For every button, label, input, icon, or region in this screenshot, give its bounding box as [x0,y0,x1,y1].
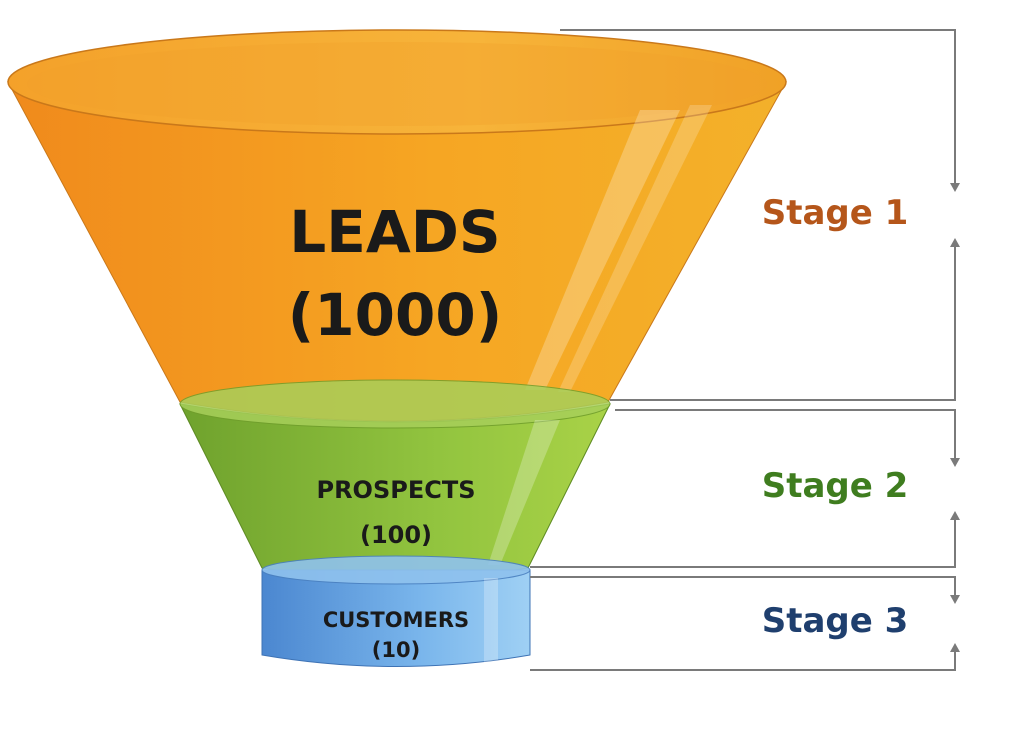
leads-count: (1000) [288,281,502,349]
bracket-arrowheads [950,183,960,652]
stage2-label: Stage 2 [762,466,909,506]
stage3-arrow-down [950,595,960,604]
stage1-label: Stage 1 [762,193,909,233]
customers-rim [261,555,531,585]
leads-gloss-2 [558,105,712,392]
stage3-label: Stage 3 [762,601,909,641]
leads-rim-inner [27,42,767,126]
stage2-arrow-up [950,511,960,520]
stage2-bracket-top [615,409,956,460]
stage1-arrow-down [950,183,960,192]
stage3-bracket-bottom [530,650,956,671]
customers-cylinder [261,569,531,667]
stage1-bracket-top [560,29,956,185]
prospects-tier: PROSPECTS (100) [179,379,611,579]
stage3-bracket-top [530,576,956,597]
leads-tier: LEADS (1000) [7,29,787,422]
stage1-bracket-bottom [610,245,956,401]
prospects-gloss [488,420,560,565]
leads-gloss [525,110,680,390]
prospects-name: PROSPECTS [316,476,475,504]
customers-count: (10) [372,638,420,662]
leads-rim [7,29,787,135]
prospects-count: (100) [360,521,432,549]
stage2-bracket-bottom [530,518,956,568]
stage3-arrow-up [950,643,960,652]
stage2-arrow-down [950,458,960,467]
prospects-rim [179,379,611,429]
customers-tier: CUSTOMERS (10) [261,555,531,667]
stage1-arrow-up [950,238,960,247]
leads-name: LEADS [289,198,500,266]
customers-gloss [484,578,498,662]
customers-name: CUSTOMERS [323,608,469,632]
stage-brackets [530,29,956,671]
